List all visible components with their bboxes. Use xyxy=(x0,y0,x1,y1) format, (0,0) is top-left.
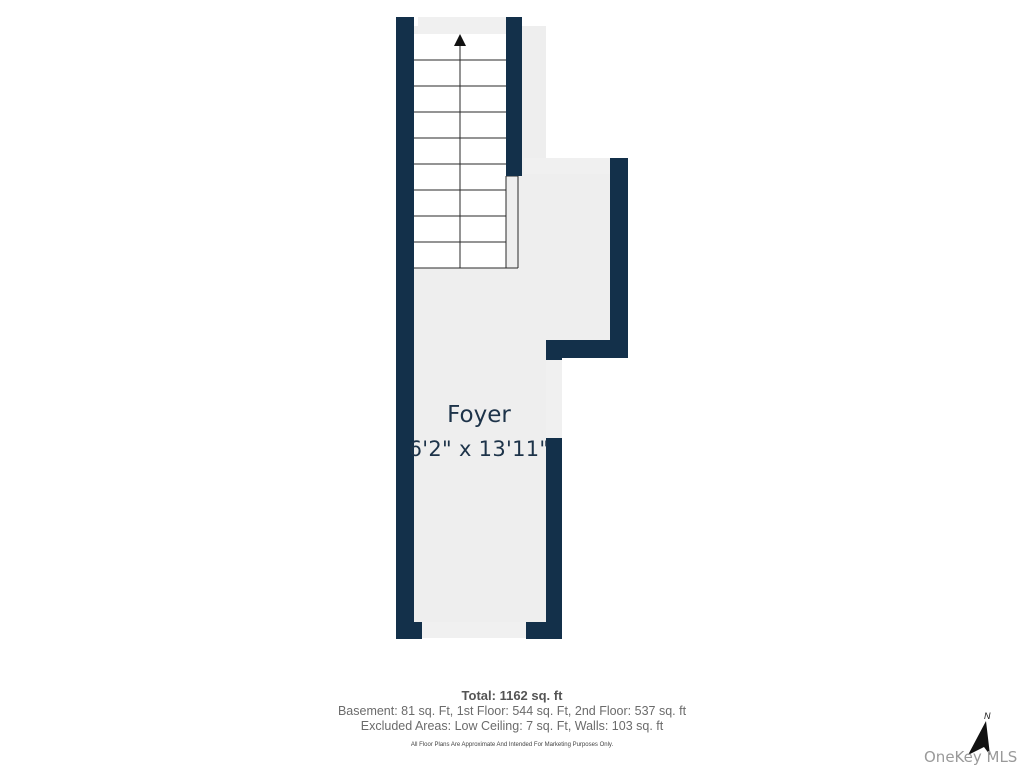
alcove-top-opening xyxy=(524,158,610,174)
disclaimer: All Floor Plans Are Approximate And Inte… xyxy=(410,742,614,748)
bottom-opening xyxy=(422,622,526,638)
excluded-areas: Excluded Areas: Low Ceiling: 7 sq. Ft, W… xyxy=(360,719,664,733)
watermark: OneKey MLS xyxy=(924,748,1018,766)
room-name: Foyer xyxy=(447,402,511,428)
top-opening xyxy=(418,17,506,34)
total-area: Total: 1162 sq. ft xyxy=(461,688,563,703)
staircase xyxy=(414,34,519,269)
floor-breakdown: Basement: 81 sq. Ft, 1st Floor: 544 sq. … xyxy=(337,704,687,718)
side-opening xyxy=(546,360,562,438)
stair-direction-arrow-icon xyxy=(454,34,466,46)
walls xyxy=(396,17,628,639)
north-arrow-icon: N xyxy=(968,711,991,755)
room-dimensions: 6'2" x 13'11" xyxy=(408,437,550,461)
alcove-floor xyxy=(520,174,612,344)
alcove-floor-lower xyxy=(520,340,548,440)
north-label: N xyxy=(984,711,991,721)
